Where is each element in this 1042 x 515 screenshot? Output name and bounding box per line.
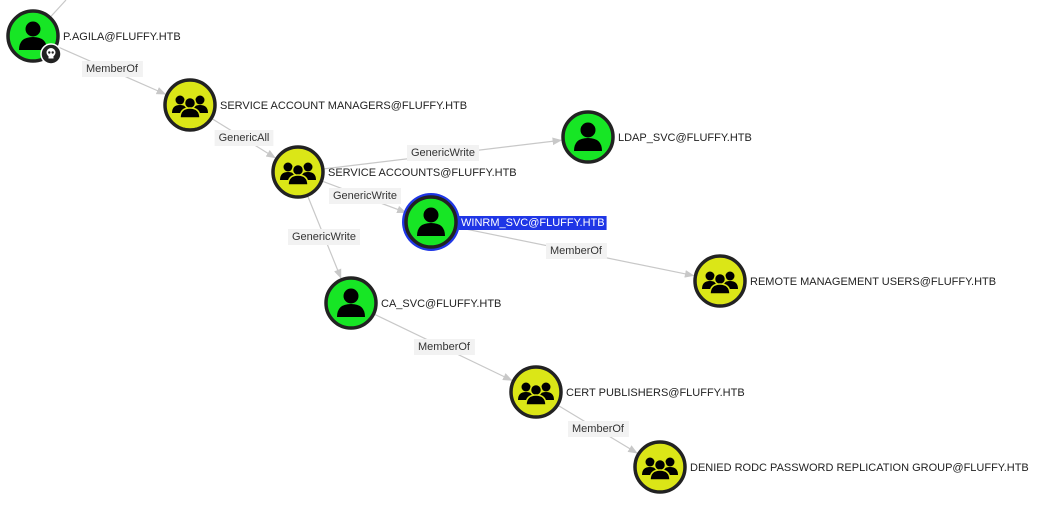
node-pagila[interactable]: P.AGILA@FLUFFY.HTB: [6, 9, 181, 65]
edge-sa-ca[interactable]: GenericWrite: [288, 195, 360, 279]
edge-label: GenericWrite: [411, 147, 475, 159]
group-icon: [172, 95, 208, 119]
edge-label: MemberOf: [572, 423, 625, 435]
node-label: DENIED RODC PASSWORD REPLICATION GROUP@F…: [690, 462, 1029, 474]
edge-label: MemberOf: [550, 245, 603, 257]
edge-ca-cp[interactable]: MemberOf: [374, 313, 513, 381]
group-icon: [702, 271, 738, 295]
node-label: P.AGILA@FLUFFY.HTB: [63, 31, 181, 43]
node-ldap[interactable]: LDAP_SVC@FLUFFY.HTB: [561, 110, 752, 164]
edge-sa-ldap[interactable]: GenericWrite: [323, 137, 563, 170]
group-icon: [518, 382, 554, 406]
user-icon: [337, 288, 365, 317]
edge-label-bg: [407, 145, 479, 161]
edge-winrm-rmu[interactable]: MemberOf: [456, 226, 695, 278]
node-sam[interactable]: SERVICE ACCOUNT MANAGERS@FLUFFY.HTB: [163, 78, 467, 132]
edge-sa-winrm[interactable]: GenericWrite: [322, 180, 407, 214]
node-cp[interactable]: CERT PUBLISHERS@FLUFFY.HTB: [509, 365, 745, 419]
node-ca[interactable]: CA_SVC@FLUFFY.HTB: [324, 276, 501, 330]
edge-label-bg: [329, 188, 401, 204]
node-drodc[interactable]: DENIED RODC PASSWORD REPLICATION GROUP@F…: [633, 440, 1029, 494]
edge-label: MemberOf: [418, 341, 471, 353]
node-rmu[interactable]: REMOTE MANAGEMENT USERS@FLUFFY.HTB: [693, 254, 996, 308]
node-label: LDAP_SVC@FLUFFY.HTB: [618, 132, 752, 144]
node-label: SERVICE ACCOUNTS@FLUFFY.HTB: [328, 167, 517, 179]
node-label: CERT PUBLISHERS@FLUFFY.HTB: [566, 387, 745, 399]
edge-cp-drodc[interactable]: MemberOf: [557, 404, 638, 454]
node-sa[interactable]: SERVICE ACCOUNTS@FLUFFY.HTB: [271, 145, 517, 199]
user-icon: [417, 207, 445, 236]
node-label: REMOTE MANAGEMENT USERS@FLUFFY.HTB: [750, 276, 996, 288]
node-label: WINRM_SVC@FLUFFY.HTB: [461, 217, 605, 229]
user-icon: [19, 21, 47, 50]
edge-label-bg: [568, 421, 629, 437]
node-label: SERVICE ACCOUNT MANAGERS@FLUFFY.HTB: [220, 100, 467, 112]
edge-label: MemberOf: [86, 63, 139, 75]
group-icon: [642, 457, 678, 481]
edge-sam-sa[interactable]: GenericAll: [211, 118, 276, 159]
edge-label-bg: [414, 339, 475, 355]
edge-pagila-sam[interactable]: MemberOf: [56, 45, 167, 95]
edge-label-bg: [214, 130, 274, 146]
edge-label-bg: [288, 229, 360, 245]
skull-icon: [40, 43, 62, 65]
edge-label-bg: [546, 243, 607, 259]
edge-label: GenericWrite: [333, 190, 397, 202]
group-icon: [280, 162, 316, 186]
node-winrm[interactable]: WINRM_SVC@FLUFFY.HTB: [402, 193, 607, 251]
edge-label-bg: [82, 61, 143, 77]
node-label: CA_SVC@FLUFFY.HTB: [381, 298, 501, 310]
edge-label: GenericAll: [219, 132, 270, 144]
edge-label: GenericWrite: [292, 231, 356, 243]
node-label-highlight: [459, 216, 607, 230]
user-icon: [574, 122, 602, 151]
